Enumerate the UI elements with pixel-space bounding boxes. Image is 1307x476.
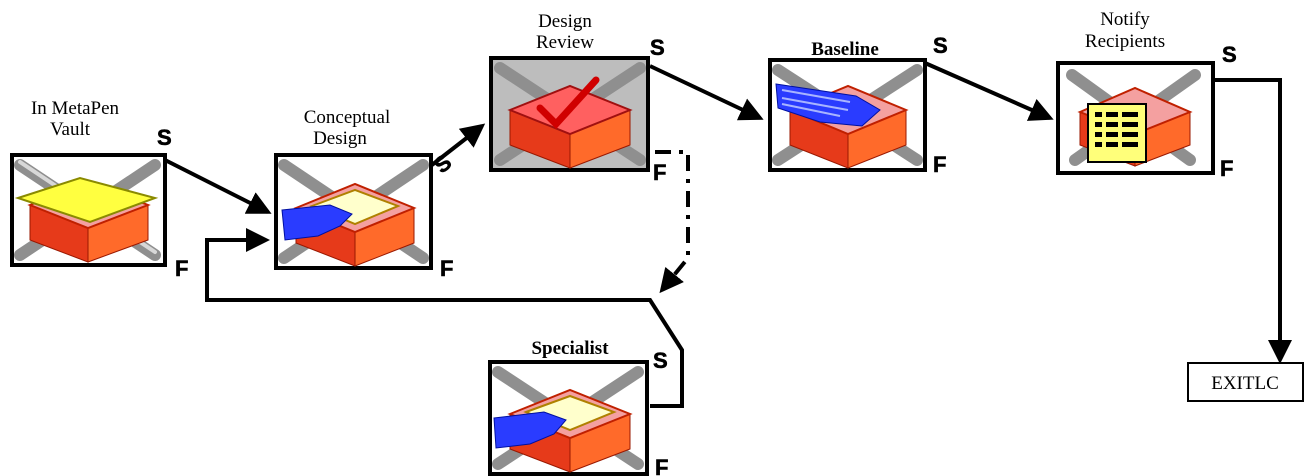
node-design-review[interactable]: Design Review S F — [489, 11, 667, 185]
node-label-line: Review — [536, 32, 594, 53]
exit-node[interactable]: EXITLC — [1187, 362, 1304, 402]
arrow-baseline-to-notify — [924, 61, 1054, 121]
node-baseline[interactable]: Baseline S F — [768, 33, 948, 177]
success-marker: S — [650, 35, 665, 60]
arrow-review-fail-to-specialist — [655, 150, 690, 294]
hand-icon — [492, 366, 644, 473]
success-marker: S — [429, 149, 456, 178]
node-specialist[interactable]: Specialist S F — [488, 338, 669, 476]
node-label-line: Conceptual — [304, 107, 391, 128]
node-label-line: Design — [313, 128, 367, 149]
vault-icon — [14, 159, 161, 263]
node-label-line: Baseline — [811, 39, 879, 60]
failure-marker: F — [440, 256, 453, 281]
node-label-line: Specialist — [531, 338, 609, 359]
notepad-icon — [1066, 69, 1201, 167]
exit-box — [1187, 362, 1304, 402]
arrow-specialist-to-conceptual — [205, 228, 684, 408]
hand-icon — [278, 159, 429, 267]
failure-marker: F — [655, 455, 668, 476]
arrow-conceptual-to-review — [426, 123, 486, 170]
checkmark-icon — [493, 60, 646, 169]
failure-marker: F — [1220, 156, 1233, 181]
node-conceptual-design[interactable]: Conceptual Design S F — [274, 107, 457, 281]
arrow-notify-to-exit — [1210, 78, 1292, 364]
arrow-vault-to-conceptual — [164, 158, 272, 214]
node-label-line: In MetaPen — [31, 98, 120, 119]
success-marker: S — [653, 348, 668, 373]
success-marker: S — [933, 33, 948, 58]
failure-marker: F — [933, 152, 946, 177]
node-label-line: Vault — [50, 119, 91, 140]
node-vault[interactable]: In MetaPen Vault S F — [10, 98, 189, 281]
node-label-line: Design — [538, 11, 592, 32]
success-marker: S — [1222, 42, 1237, 67]
exit-label: EXITLC — [1211, 373, 1279, 394]
node-label-line: Recipients — [1085, 31, 1165, 52]
failure-marker: F — [175, 256, 188, 281]
blue-flow-icon — [772, 64, 923, 169]
arrow-review-to-baseline — [649, 64, 764, 121]
node-notify-recipients[interactable]: Notify Recipients S F — [1056, 9, 1237, 181]
success-marker: S — [157, 125, 172, 150]
node-label-line: Notify — [1100, 9, 1150, 30]
connectors — [164, 61, 1292, 408]
failure-marker: F — [653, 160, 666, 185]
